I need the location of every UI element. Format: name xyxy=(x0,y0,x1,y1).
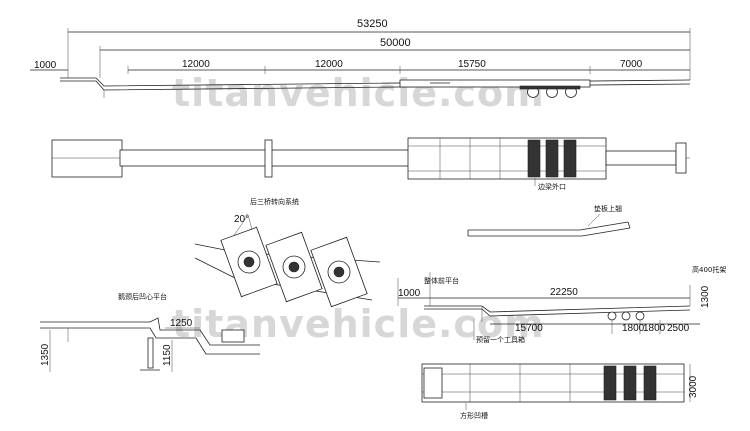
short-side-view: 整体前平台 高400托架 1000 22250 1300 15700 1800 … xyxy=(397,265,726,344)
short-top-view: 3000 方形凹槽 xyxy=(421,363,699,420)
ramp-title: 垫板上翘 xyxy=(594,204,622,213)
gooseneck-title: 鹅颈后凹心平台 xyxy=(118,292,167,301)
short-height: 1300 xyxy=(700,285,711,308)
short-width: 3000 xyxy=(688,375,699,398)
short-rear: 2500 xyxy=(667,323,690,334)
ramp-detail: 垫板上翘 xyxy=(467,204,631,237)
steering-title: 后三桥转向系统 xyxy=(250,197,299,206)
short-front-overhang: 1000 xyxy=(398,288,421,299)
top-view: 边梁外口 xyxy=(51,137,690,191)
gooseneck-dim-1250: 1250 xyxy=(170,318,193,329)
side-beam-label: 边梁外口 xyxy=(538,182,566,191)
short-length: 22250 xyxy=(550,287,578,298)
short-axle-1: 1800 xyxy=(622,323,645,334)
support-label: 高400托架 xyxy=(692,265,726,274)
gooseneck-dim-1350: 1350 xyxy=(40,343,51,366)
segment-2-label: 12000 xyxy=(315,59,343,70)
bed-length-label: 50000 xyxy=(380,37,411,49)
gooseneck-dim-1150: 1150 xyxy=(162,344,173,366)
segment-3-label: 15750 xyxy=(458,59,486,70)
short-wheelbase: 15700 xyxy=(515,323,543,334)
front-platform-label: 整体前平台 xyxy=(424,276,459,285)
steering-axle-2 xyxy=(265,231,323,303)
steering-angle: 20° xyxy=(234,214,249,225)
side-view: 53250 50000 1000 12000 12000 15750 7000 xyxy=(30,18,691,98)
overall-length-label: 53250 xyxy=(357,18,388,30)
segment-1-label: 12000 xyxy=(182,59,210,70)
gooseneck-detail: 鹅颈后凹心平台 1250 1350 1150 xyxy=(40,292,260,372)
toolbox-label: 预留一个工具箱 xyxy=(476,335,525,344)
watermark-top: titanvehicle.com xyxy=(172,71,545,115)
segment-4-label: 7000 xyxy=(620,59,643,70)
steering-axle-1 xyxy=(220,226,278,298)
steering-detail: 后三桥转向系统 20° xyxy=(194,197,381,308)
steering-axle-3 xyxy=(310,236,368,308)
front-overhang-label: 1000 xyxy=(34,60,57,71)
short-axle-2: 1800 xyxy=(643,323,666,334)
slot-label: 方形凹槽 xyxy=(460,411,488,420)
